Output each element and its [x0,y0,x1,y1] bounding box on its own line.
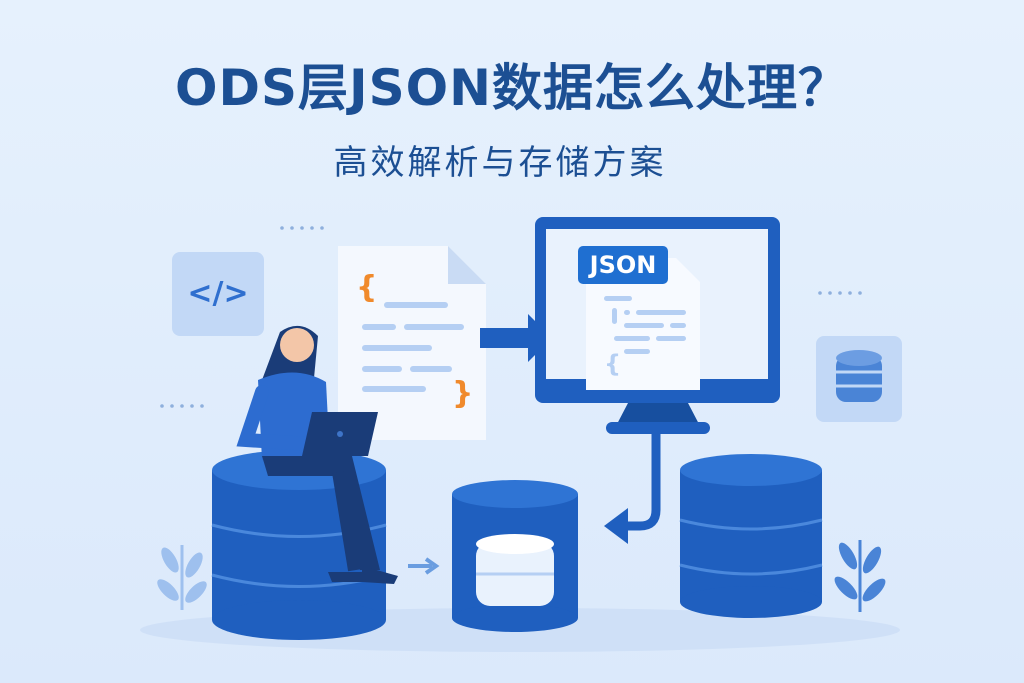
arrow-small-icon [408,557,440,575]
database-cylinder-right [679,454,823,618]
close-brace: } [452,376,474,411]
person-with-laptop [236,325,398,584]
page-title: ODS层JSON数据怎么处理？ [175,59,849,117]
page-subtitle: 高效解析与存储方案 [333,143,667,183]
plant-right-icon [834,540,886,612]
arrow-right-icon [480,314,552,362]
arrow-down-left-icon [604,508,628,544]
monitor-icon [535,217,780,434]
database-cylinder-middle [452,480,578,632]
json-document-icon [338,246,486,440]
monitor-brace: { [604,350,622,378]
plant-left-icon [157,545,207,610]
database-icon-small [816,336,902,422]
json-badge: JSON [578,246,668,284]
open-brace: { [356,270,378,305]
code-icon: </> [172,252,264,336]
decorative-dots [160,226,862,408]
